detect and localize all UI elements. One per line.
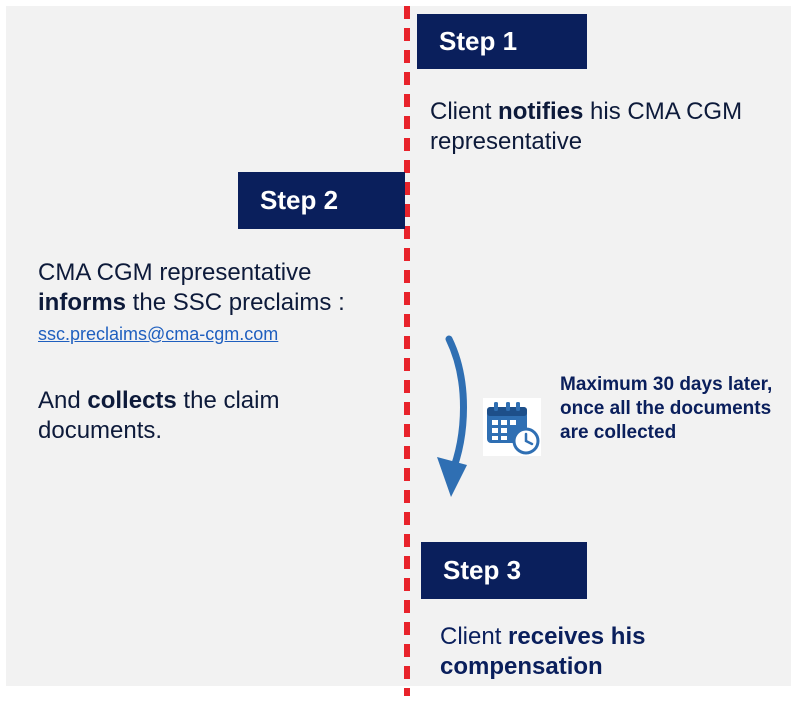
step-2-line1: CMA CGM representative — [38, 259, 312, 286]
step-1-text-pre: Client — [430, 98, 499, 125]
step-1-text-bold: notifies — [498, 98, 584, 125]
timeline-divider — [404, 6, 410, 696]
curved-down-arrow-icon — [437, 335, 467, 497]
step-2-collect-text: And collects the claim documents. — [38, 386, 378, 446]
step-3-text-bold: receives his compensation — [440, 623, 646, 680]
step-3-text-pre: Client — [440, 623, 509, 650]
step-2-inform-line: informs the SSC preclaims : — [38, 288, 408, 318]
step-1-text: Client notifies his CMA CGM representati… — [430, 97, 760, 157]
preclaims-email-link[interactable]: ssc.preclaims@cma-cgm.com — [38, 324, 279, 344]
step-2-text: CMA CGM representative informs the SSC p… — [38, 258, 408, 348]
calendar-clock-icon — [483, 398, 541, 456]
step-2-collect-pre: And — [38, 387, 88, 414]
step-2-collect-bold: collects — [87, 387, 177, 414]
background-panel — [6, 6, 791, 686]
step-3-label: Step 3 — [421, 542, 587, 599]
step-1-text-post: his CMA CGM representative — [430, 98, 743, 155]
step-2-inform-bold: informs — [38, 289, 127, 316]
step-2-inform-post: the SSC preclaims : — [126, 289, 345, 316]
timing-note: Maximum 30 days later, once all the docu… — [560, 374, 773, 443]
step-2-collect-post: the claim documents. — [38, 387, 280, 444]
step-3-text: Client receives his compensation — [440, 622, 760, 682]
step-1-label: Step 1 — [417, 14, 587, 69]
step-2-label: Step 2 — [238, 172, 405, 229]
